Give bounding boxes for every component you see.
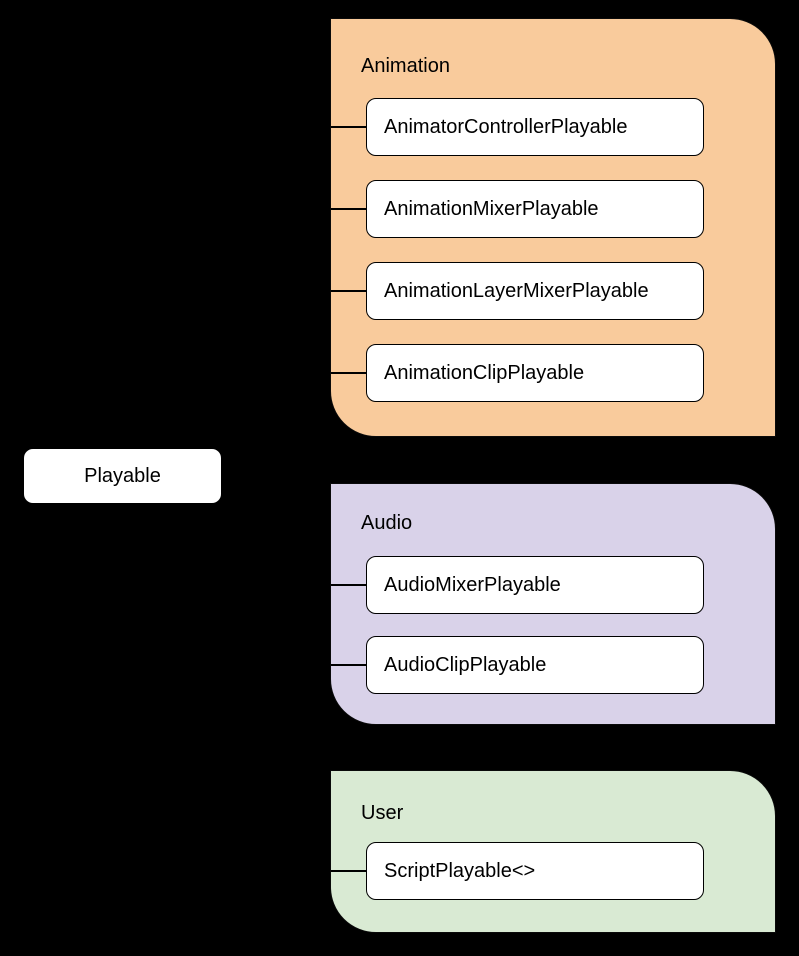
class-node-label: AudioClipPlayable (384, 653, 547, 676)
group-audio-title: Audio (361, 512, 413, 534)
group-audio: Audio AudioMixerPlayable AudioClipPlayab… (330, 483, 776, 725)
class-node-label: AnimationLayerMixerPlayable (384, 279, 649, 302)
playable-root-label: Playable (84, 464, 161, 487)
class-node-animator-controller-playable: AnimatorControllerPlayable (366, 98, 704, 156)
connector-line (331, 584, 367, 586)
connector-line (331, 290, 367, 292)
class-node-animation-layer-mixer-playable: AnimationLayerMixerPlayable (366, 262, 704, 320)
connector-line (331, 664, 367, 666)
playable-root-node: Playable (23, 448, 222, 504)
connector-line (331, 870, 367, 872)
class-node-label: AudioMixerPlayable (384, 573, 561, 596)
class-node-label: ScriptPlayable<> (384, 859, 536, 882)
class-node-script-playable: ScriptPlayable<> (366, 842, 704, 900)
connector-line (331, 372, 367, 374)
connector-line (331, 126, 367, 128)
class-node-audio-clip-playable: AudioClipPlayable (366, 636, 704, 694)
class-node-animation-mixer-playable: AnimationMixerPlayable (366, 180, 704, 238)
class-node-animation-clip-playable: AnimationClipPlayable (366, 344, 704, 402)
group-user-title: User (361, 802, 404, 824)
group-animation: Animation AnimatorControllerPlayable Ani… (330, 18, 776, 437)
class-node-label: AnimatorControllerPlayable (384, 115, 628, 138)
class-node-label: AnimationMixerPlayable (384, 197, 599, 220)
class-node-audio-mixer-playable: AudioMixerPlayable (366, 556, 704, 614)
connector-line (331, 208, 367, 210)
group-animation-title: Animation (361, 55, 450, 77)
class-node-label: AnimationClipPlayable (384, 361, 585, 384)
group-user: User ScriptPlayable<> (330, 770, 776, 933)
